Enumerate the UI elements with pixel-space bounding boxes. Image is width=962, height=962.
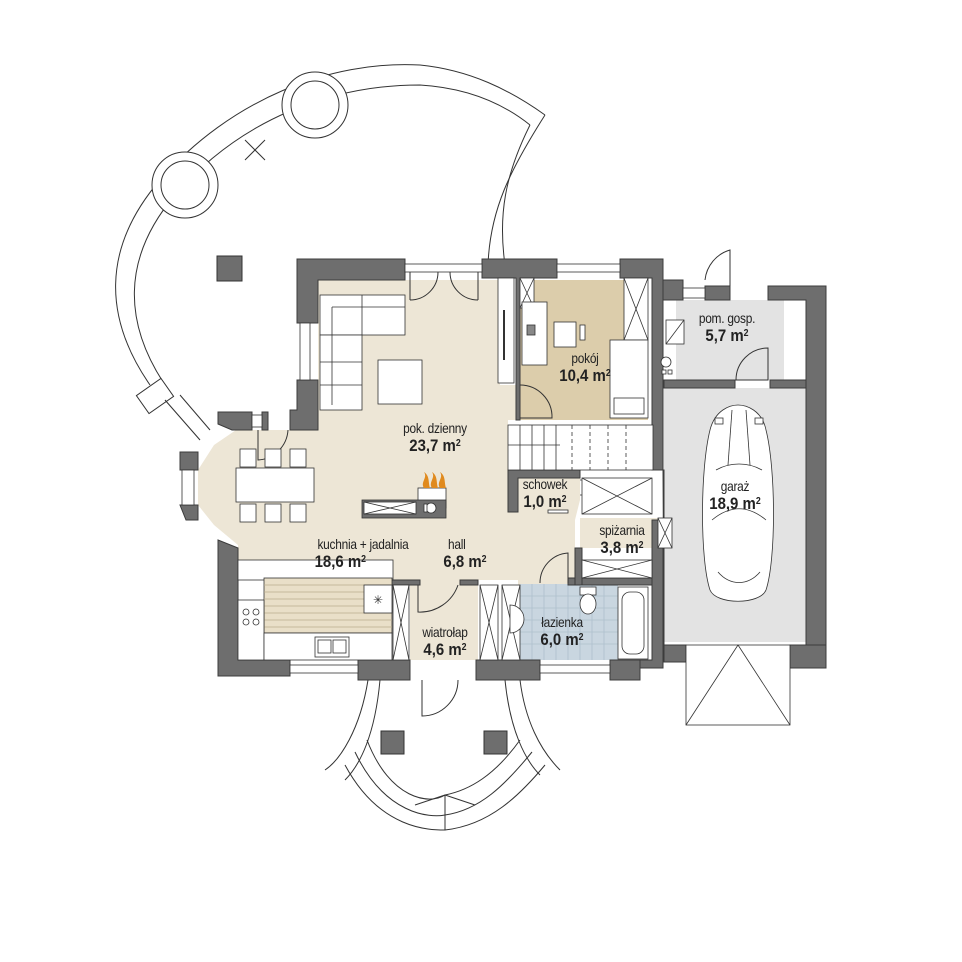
label-schowek: schowek 1,0 m2 <box>512 476 578 511</box>
room-name: łazienka <box>541 614 583 630</box>
svg-text:✳: ✳ <box>373 593 383 607</box>
room-area: 1,0 m2 <box>523 492 567 511</box>
column <box>216 255 243 282</box>
coffee-table <box>377 359 423 405</box>
room-name: spiżarnia <box>599 522 645 538</box>
room-name: garaż <box>720 478 750 494</box>
room-name: pok. dzienny <box>403 420 467 436</box>
floor-spizarnia <box>580 518 658 548</box>
terrace-pergola <box>115 64 546 441</box>
doors <box>257 249 769 717</box>
label-pokoj-dzienny: pok. dzienny 23,7 m2 <box>375 420 495 455</box>
toilet <box>579 593 597 615</box>
room-name: kuchnia + jadalnia <box>317 536 409 552</box>
column <box>380 730 405 755</box>
room-area: 10,4 m2 <box>559 366 611 385</box>
label-hall: hall 6,8 m2 <box>425 536 505 571</box>
label-wiatrolap: wiatrołap 4,6 m2 <box>405 624 485 659</box>
column <box>483 730 508 755</box>
sofa <box>319 294 406 336</box>
entrance-pergola <box>324 679 561 831</box>
room-area: 3,8 m2 <box>600 538 644 557</box>
room-area: 5,7 m2 <box>705 326 749 345</box>
label-pokoj: pokój 10,4 m2 <box>540 350 630 385</box>
label-kuchnia-jadalnia: kuchnia + jadalnia 18,6 m2 <box>298 536 428 571</box>
label-pom-gosp: pom. gosp. 5,7 m2 <box>682 310 772 345</box>
stairs <box>507 424 654 471</box>
room-name: schowek <box>522 476 568 492</box>
floor-pom-gosp <box>676 300 784 380</box>
room-name: pokój <box>571 350 599 366</box>
room-name: wiatrołap <box>422 624 468 640</box>
room-name: hall <box>448 536 466 552</box>
furniture: ✳ <box>235 277 774 661</box>
windows <box>181 263 791 726</box>
label-spizarnia: spiżarnia 3,8 m2 <box>580 522 664 557</box>
room-area: 18,6 m2 <box>314 552 367 571</box>
room-area: 4,6 m2 <box>423 640 467 659</box>
walls <box>179 258 827 681</box>
dining-table <box>235 467 315 503</box>
car-icon <box>702 404 774 602</box>
label-lazienka: łazienka 6,0 m2 <box>522 614 602 649</box>
label-garaz: garaż 18,9 m2 <box>690 478 780 513</box>
room-area: 6,8 m2 <box>443 552 487 571</box>
fire-icon <box>422 472 446 488</box>
floor-living-area <box>198 280 580 660</box>
floor-lazienka <box>520 584 618 660</box>
room-area: 6,0 m2 <box>540 630 584 649</box>
room-area: 23,7 m2 <box>409 436 461 455</box>
room-area: 18,9 m2 <box>709 494 761 513</box>
room-name: pom. gosp. <box>698 310 756 326</box>
floors <box>198 280 806 660</box>
